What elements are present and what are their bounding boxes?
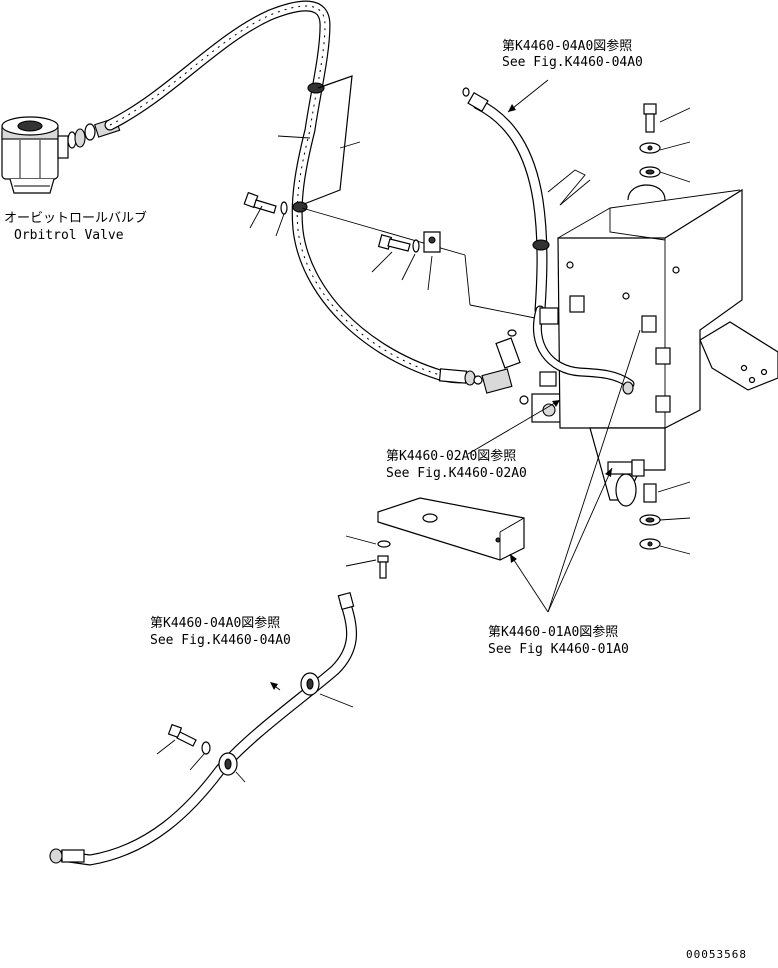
orbitrol-label-jp: オービットロールバルブ: [4, 210, 147, 226]
upper-hose: [462, 87, 591, 316]
bolt-set-left: [243, 191, 441, 253]
ref-04a0-bottom-en: See Fig.K4460-04A0: [150, 633, 291, 648]
angle-bracket: [377, 497, 525, 561]
spiral-wrapped-hose: [104, 0, 476, 386]
bolt-stack-top-right: [639, 103, 691, 183]
drawing-number: 00053568: [686, 948, 747, 961]
leader-lines-left: [249, 135, 433, 291]
connector-lower: [607, 459, 645, 477]
ref-04a0-top-jp: 第K4460-04A0図参照: [502, 38, 632, 54]
ref-01a0-jp: 第K4460-01A0図参照: [488, 624, 618, 640]
orbitrol-valve: [1, 116, 121, 194]
ref-02a0-en: See Fig.K4460-02A0: [386, 466, 527, 481]
orbitrol-label-en: Orbitrol Valve: [14, 228, 124, 243]
ref-04a0-top-en: See Fig.K4460-04A0: [502, 55, 643, 70]
label-group: オービットロールバルブ Orbitrol Valve 第K4460-04A0図参…: [4, 38, 747, 961]
ref-02a0-jp: 第K4460-02A0図参照: [386, 448, 516, 464]
ref-01a0-en: See Fig K4460-01A0: [488, 642, 629, 657]
bolt-stack-bottom-right: [639, 481, 691, 555]
ref-04a0-bottom-jp: 第K4460-04A0図参照: [150, 615, 280, 631]
lower-hose: [49, 591, 358, 866]
bolt-set-middle: [345, 535, 391, 579]
frame-hose: [532, 305, 635, 395]
frame-bracket: [539, 184, 778, 507]
reference-arrows: [270, 79, 641, 691]
